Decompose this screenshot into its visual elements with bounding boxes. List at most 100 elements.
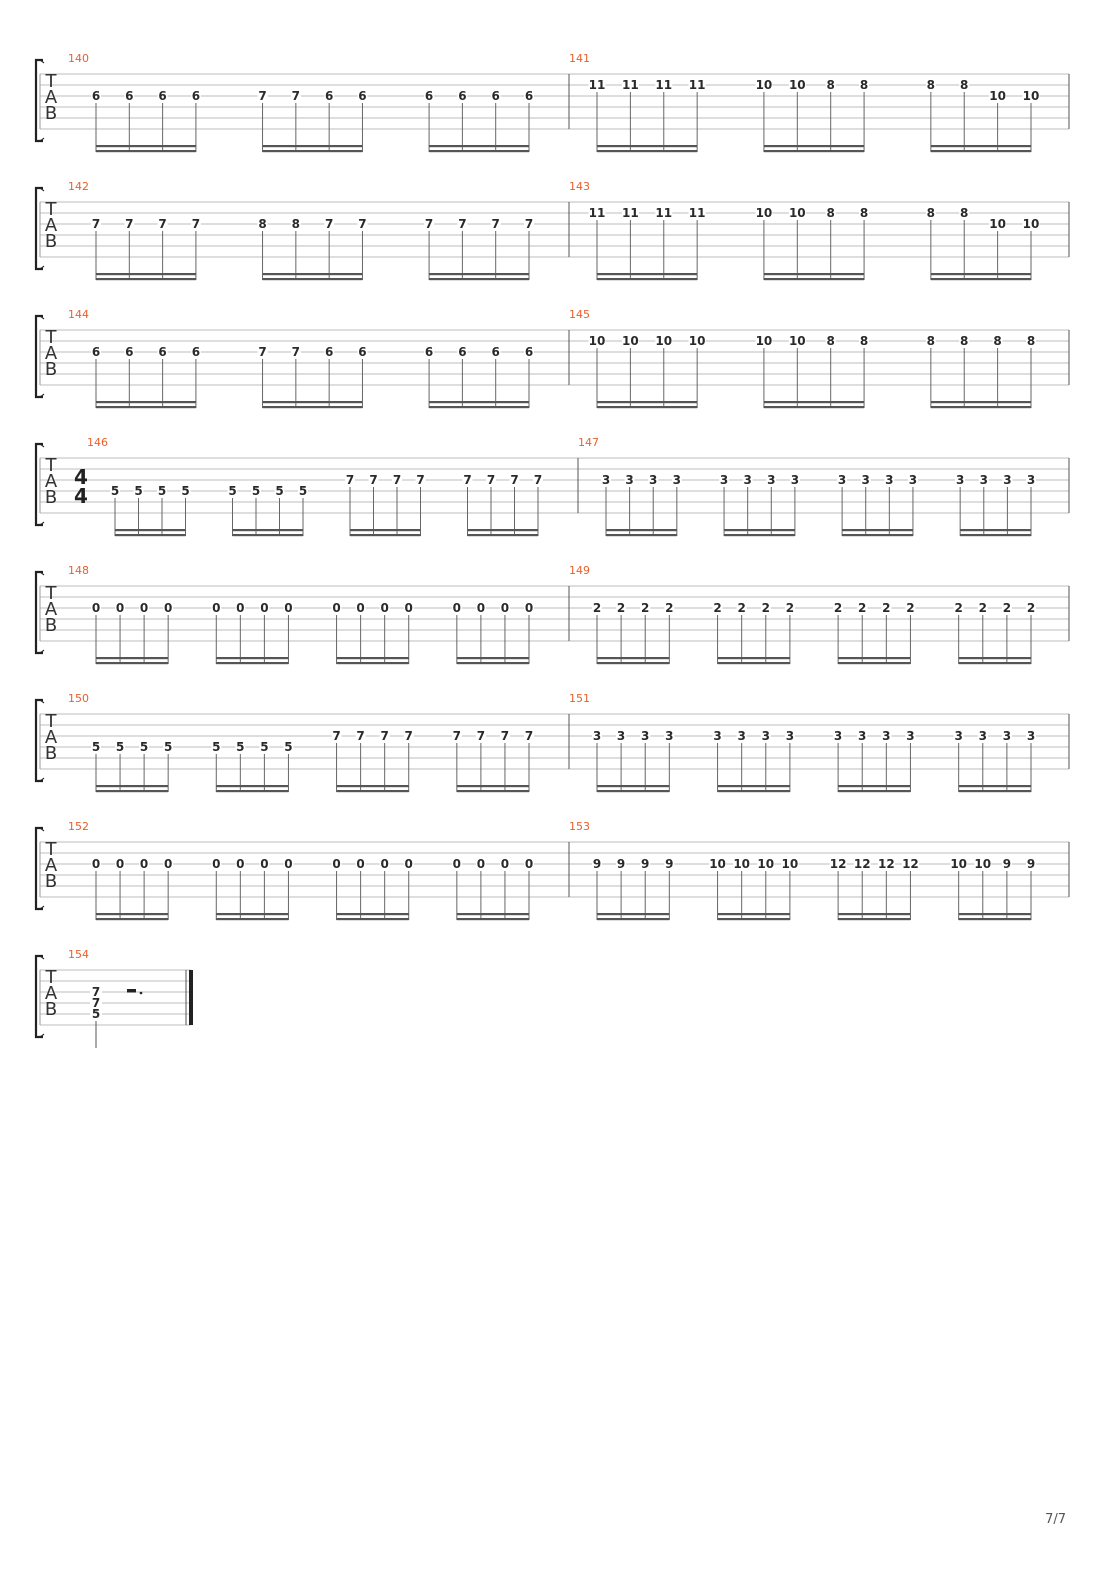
note-mask <box>624 474 635 485</box>
time-signature-top: 4 <box>74 465 88 489</box>
note-mask <box>907 474 918 485</box>
beam <box>429 406 529 409</box>
note-mask <box>974 858 992 869</box>
fret-number: 11 <box>589 78 606 92</box>
fret-number: 8 <box>860 206 868 220</box>
beam <box>930 150 1031 153</box>
fret-number: 6 <box>125 89 133 103</box>
fret-number: 6 <box>425 89 433 103</box>
note-mask <box>616 602 627 613</box>
beam <box>606 534 677 537</box>
beam <box>232 534 303 537</box>
beam <box>456 657 529 660</box>
note-mask <box>257 90 268 101</box>
system-bracket-hook <box>35 955 45 1038</box>
beam <box>930 401 1031 404</box>
fret-number: 0 <box>501 857 509 871</box>
fret-number: 6 <box>358 89 366 103</box>
system-bracket-hook <box>35 315 45 398</box>
fret-number: 7 <box>332 729 340 743</box>
note-mask <box>424 218 435 229</box>
note-mask <box>950 858 968 869</box>
measure-number: 150 <box>68 692 89 705</box>
note-mask <box>499 730 510 741</box>
fret-number: 0 <box>92 601 100 615</box>
note-mask <box>457 346 468 357</box>
fret-number: 0 <box>260 601 268 615</box>
fret-number: 0 <box>453 601 461 615</box>
beam <box>262 278 363 281</box>
note-mask <box>157 218 168 229</box>
note-mask <box>989 90 1007 101</box>
beam <box>262 406 363 409</box>
fret-number: 2 <box>979 601 987 615</box>
fret-number: 2 <box>1003 601 1011 615</box>
note-mask <box>788 79 806 90</box>
fret-number: 6 <box>425 345 433 359</box>
beam <box>96 657 169 660</box>
note-mask <box>959 79 970 90</box>
fret-number: 10 <box>622 334 639 348</box>
fret-number: 5 <box>299 484 307 498</box>
fret-number: 7 <box>501 729 509 743</box>
beam <box>216 785 289 788</box>
note-mask <box>379 730 390 741</box>
tab-clef-letter: B <box>45 615 57 636</box>
fret-number: 2 <box>1027 601 1035 615</box>
note-mask <box>1002 474 1013 485</box>
note-mask <box>989 218 1007 229</box>
note-mask <box>211 858 222 869</box>
fret-number: 0 <box>525 857 533 871</box>
note-mask <box>533 474 543 485</box>
beam <box>763 145 865 148</box>
note-mask <box>1022 218 1040 229</box>
note-mask <box>124 346 135 357</box>
fret-number: 10 <box>950 857 967 871</box>
system-bracket-hook <box>35 699 45 782</box>
fret-number: 0 <box>380 601 388 615</box>
fret-number: 7 <box>292 345 300 359</box>
measure-number: 149 <box>569 564 590 577</box>
beam <box>930 273 1031 276</box>
beam <box>724 529 795 532</box>
note-mask <box>766 474 777 485</box>
fret-number: 3 <box>885 473 893 487</box>
beam <box>96 278 196 281</box>
fret-number: 3 <box>858 729 866 743</box>
fret-number: 5 <box>92 1007 100 1021</box>
fret-number: 10 <box>756 78 773 92</box>
fret-number: 3 <box>673 473 681 487</box>
fret-number: 6 <box>125 345 133 359</box>
beam <box>96 913 169 916</box>
fret-number: 11 <box>655 78 672 92</box>
note-mask <box>235 741 246 752</box>
fret-number: 0 <box>116 601 124 615</box>
fret-number: 7 <box>487 473 495 487</box>
note-mask <box>524 858 534 869</box>
fret-number: 7 <box>477 729 485 743</box>
measure-number: 152 <box>68 820 89 833</box>
note-mask <box>157 485 167 496</box>
note-mask <box>357 218 368 229</box>
measure-number: 153 <box>569 820 590 833</box>
note-mask <box>368 474 379 485</box>
note-mask <box>825 207 836 218</box>
fret-number: 5 <box>284 740 292 754</box>
tab-clef-letter: T <box>45 199 58 220</box>
beam <box>96 918 169 921</box>
beam <box>838 657 911 660</box>
fret-number: 3 <box>665 729 673 743</box>
note-mask <box>757 858 775 869</box>
tab-clef-letter: T <box>45 455 58 476</box>
note-mask <box>110 485 120 496</box>
beam <box>336 785 409 788</box>
note-mask <box>290 90 301 101</box>
beam <box>429 401 529 404</box>
fret-number: 0 <box>284 857 292 871</box>
note-mask <box>524 346 534 357</box>
note-mask <box>1001 730 1012 741</box>
note-mask <box>457 90 468 101</box>
beam <box>597 406 698 409</box>
note-mask <box>415 474 426 485</box>
fret-number: 10 <box>756 206 773 220</box>
